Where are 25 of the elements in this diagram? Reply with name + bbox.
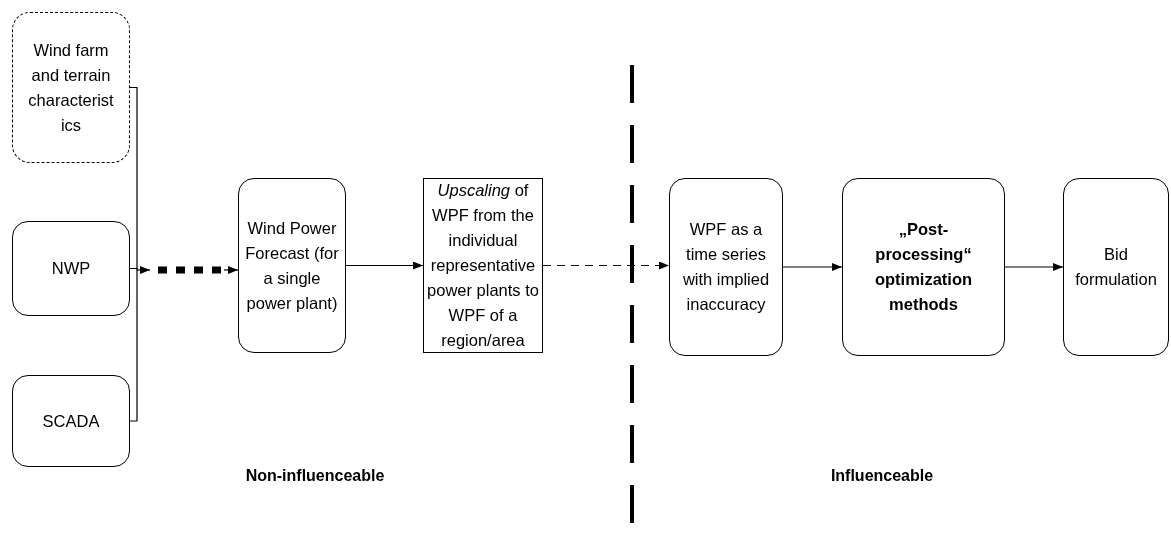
- arrow: [345, 261, 424, 270]
- connector-line: [129, 267, 138, 271]
- process-box: [238, 178, 346, 353]
- process-box: [669, 178, 783, 356]
- process-box: [12, 375, 130, 467]
- arrow: [1004, 263, 1064, 271]
- process-box: [12, 221, 130, 316]
- box-text: NWP: [51, 258, 91, 279]
- box-text: Wind farm and terrain characteristics: [27, 39, 115, 136]
- box-text: WPF as a time series with implied inaccuracy: [681, 219, 771, 315]
- box-text: Bid formulation: [1074, 244, 1158, 290]
- box-text: Wind Power Forecast (for a single power plant): [244, 217, 340, 314]
- connector-line: [129, 86, 138, 271]
- connector-line: [129, 269, 138, 422]
- process-box: [1063, 178, 1169, 356]
- arrow: [136, 266, 239, 274]
- section-label: Influenceable: [830, 467, 934, 485]
- box-text: Upscaling of WPF from the individual representative power plants to WPF of a region/area: [426, 180, 540, 351]
- process-box: [842, 178, 1005, 356]
- arrow: [782, 263, 843, 271]
- input-box: [12, 12, 130, 163]
- box-text: SCADA: [42, 410, 100, 432]
- section-label: Non-influenceable: [245, 467, 385, 485]
- box-text: „Post-processing“ optimization methods: [873, 219, 974, 315]
- arrow: [542, 261, 670, 270]
